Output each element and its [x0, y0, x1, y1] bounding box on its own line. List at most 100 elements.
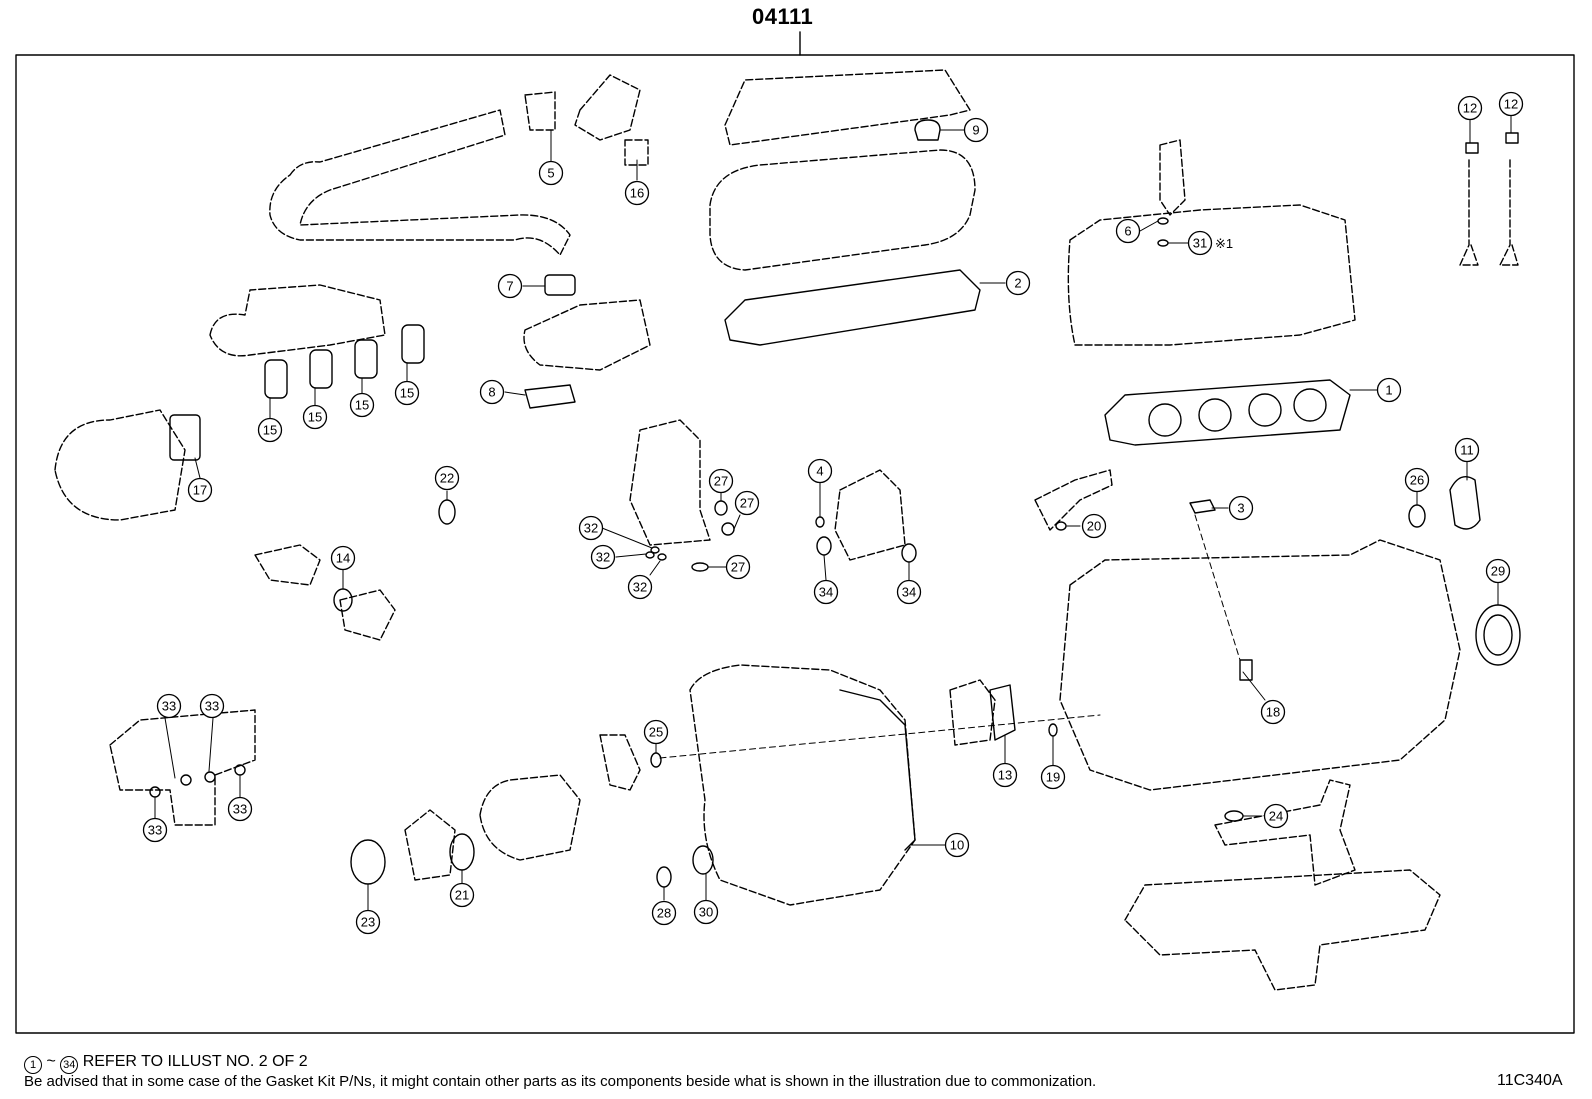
- grommet-9: [914, 119, 941, 141]
- callout-number: 22: [440, 471, 454, 486]
- callout-circle: [394, 380, 420, 406]
- egr-pipe: [269, 109, 571, 256]
- o-ring-33b: [180, 774, 192, 786]
- callout-number: 15: [263, 423, 277, 438]
- callout-circle: [1228, 495, 1254, 521]
- callout-c15a: 15: [257, 417, 283, 443]
- callout-c11: 11: [1454, 437, 1480, 463]
- callout-number: 19: [1046, 770, 1060, 785]
- callout-c28: 28: [651, 900, 677, 926]
- callout-range-separator: ~: [46, 1053, 56, 1070]
- callout-c33c: 33: [142, 817, 168, 843]
- o-ring-21: [449, 833, 475, 871]
- callout-circle: [590, 544, 616, 570]
- callout-number: 5: [547, 166, 554, 181]
- egr-valve: [523, 299, 651, 371]
- callout-circle: [227, 796, 253, 822]
- callout-circle: [538, 160, 564, 186]
- callout-number: 4: [816, 464, 823, 479]
- timing-gear-case: [689, 664, 916, 906]
- o-ring-28: [656, 866, 672, 888]
- callout-c16: 16: [624, 180, 650, 206]
- callout-circle: [1005, 270, 1031, 296]
- callout-circle: [156, 693, 182, 719]
- callout-c5: 5: [538, 160, 564, 186]
- callout-c14: 14: [330, 545, 356, 571]
- callout-c9: 9: [963, 117, 989, 143]
- callout-number: 27: [740, 496, 754, 511]
- valve-seal-right: [1505, 132, 1519, 144]
- o-ring-33a: [149, 786, 161, 798]
- callout-number: 28: [657, 906, 671, 921]
- o-ring-25: [650, 752, 662, 768]
- callout-circle: [643, 719, 669, 745]
- callout-number: 33: [162, 699, 176, 714]
- callout-circle: [1457, 95, 1483, 121]
- pipe-25: [599, 734, 641, 791]
- callout-number: 18: [1266, 705, 1280, 720]
- callout-c8: 8: [479, 379, 505, 405]
- align-line-front: [659, 714, 1101, 759]
- manifold-gasket-b: [309, 349, 333, 389]
- callout-c23: 23: [355, 909, 381, 935]
- callout-circle: [1187, 230, 1213, 256]
- callout-c22: 22: [434, 465, 460, 491]
- callout-31-note: ※1: [1215, 236, 1233, 251]
- bore-4: [1293, 388, 1327, 422]
- o-ring-27a: [714, 500, 728, 516]
- o-ring-24: [1224, 810, 1244, 822]
- callout-c24: 24: [1263, 803, 1289, 829]
- callout-number: 2: [1014, 276, 1021, 291]
- oil-cooler: [109, 709, 256, 826]
- callout-circle: [187, 477, 213, 503]
- manifold-gasket-a: [264, 359, 288, 399]
- callout-c32c: 32: [627, 574, 653, 600]
- fuel-injector: [1159, 139, 1186, 216]
- o-ring-20: [1055, 521, 1067, 531]
- callout-number: 30: [699, 905, 713, 920]
- callout-c2: 2: [1005, 270, 1031, 296]
- leader-lines: [154, 115, 1512, 911]
- callout-c6: 6: [1115, 218, 1141, 244]
- callout-circle: [1260, 699, 1286, 725]
- callout-range-start: 1: [24, 1056, 42, 1074]
- callout-number: 6: [1124, 224, 1131, 239]
- callout-c17: 17: [187, 477, 213, 503]
- callout-number: 21: [455, 888, 469, 903]
- callout-c30: 30: [693, 899, 719, 925]
- callout-circle: [963, 117, 989, 143]
- callout-circle: [1040, 764, 1066, 790]
- o-ring-33c: [204, 771, 216, 783]
- head-cover-top: [724, 69, 971, 146]
- egr-plate-8-shape: [524, 384, 576, 409]
- callout-circle: [199, 693, 225, 719]
- callout-number: 32: [633, 580, 647, 595]
- o-ring-19: [1048, 723, 1058, 737]
- oil-level-gauge-guide: [1034, 469, 1113, 531]
- callout-number: 16: [630, 186, 644, 201]
- callout-circle: [434, 465, 460, 491]
- cover-11-shape: [1449, 476, 1481, 530]
- callout-number: 9: [972, 123, 979, 138]
- gasket-18-shape: [1239, 659, 1253, 681]
- callout-circle: [349, 392, 375, 418]
- egr-gasket-7-shape: [544, 274, 576, 296]
- callout-circle: [142, 817, 168, 843]
- diagram-code: 11C340A: [1497, 1072, 1563, 1089]
- bore-2: [1198, 398, 1232, 432]
- callout-number: 3: [1237, 501, 1244, 516]
- callout-number: 23: [361, 915, 375, 930]
- pump-bracket: [404, 809, 456, 881]
- callout-circle: [1263, 803, 1289, 829]
- exploded-engine-diagram: 1234567891011121213141515151516171819202…: [15, 31, 1575, 1034]
- callout-c7: 7: [497, 273, 523, 299]
- head-cover-gasket-shape: [724, 269, 981, 346]
- valve-seal-left: [1465, 142, 1479, 154]
- cylinder-block: [1059, 539, 1461, 791]
- callout-number: 11: [1460, 443, 1474, 458]
- diagram-frame: [15, 54, 1575, 1034]
- o-ring-32a: [650, 546, 660, 554]
- callout-circle: [1485, 558, 1511, 584]
- callout-c19: 19: [1040, 764, 1066, 790]
- o-ring-31: [1157, 239, 1169, 247]
